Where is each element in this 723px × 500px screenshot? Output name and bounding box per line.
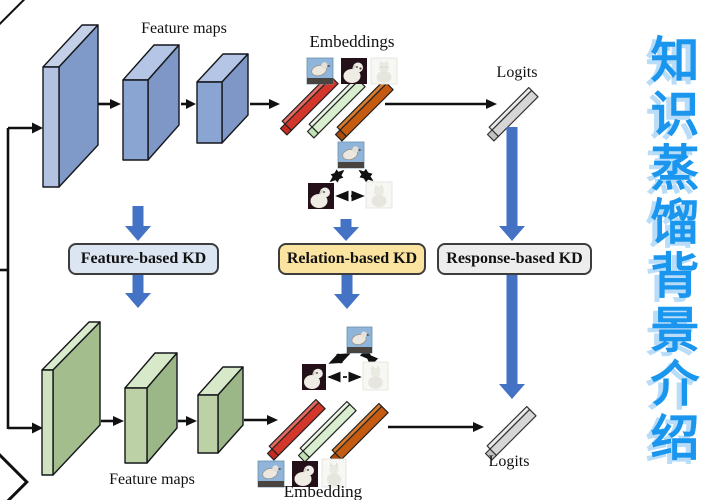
student-input-arrowhead [32, 422, 43, 434]
input-bracket-lines [0, 126, 32, 430]
kd-flow-arrows [125, 127, 525, 399]
title-char: 知 [650, 34, 700, 88]
cat-photo [365, 181, 393, 209]
student-logits-bar [484, 406, 537, 461]
relation-graph-2-edges [327, 347, 379, 383]
teacher-embedding-bars [279, 73, 394, 142]
teacher-input-arrowhead [32, 122, 43, 134]
embedding-label: Embedding [283, 482, 363, 500]
dog-photo [341, 58, 367, 84]
student-logits-label: Logits [488, 453, 530, 470]
dog-photo [308, 183, 334, 209]
response-based-kd-box: Response-based KD [437, 243, 592, 275]
title-char: 绍 [650, 412, 700, 466]
relation-graph-1-edges [329, 168, 374, 202]
relation-graph-2-photos [302, 326, 389, 391]
photo-row-bottom [257, 458, 347, 488]
title-char: 介 [650, 358, 700, 412]
response-based-kd-label: Response-based KD [446, 250, 583, 267]
title-char: 景 [650, 304, 700, 358]
teacher-logits-label: Logits [496, 64, 538, 81]
cat-photo [321, 458, 347, 488]
bird-photo [337, 141, 365, 169]
relation-based-kd-box: Relation-based KD [278, 243, 426, 275]
title-char: 馏 [650, 196, 700, 250]
student-flow-arrows [101, 418, 473, 429]
teacher-feature-maps-label: Feature maps [141, 20, 227, 37]
feature-based-kd-box: Feature-based KD [68, 243, 219, 275]
title-char: 背 [650, 250, 700, 304]
bird-photo [257, 460, 285, 488]
title-char: 识 [650, 88, 700, 142]
teacher-logits-bar [486, 86, 539, 142]
relation-graph-1-photos [308, 141, 393, 209]
cat-photo [370, 57, 398, 85]
relation-based-kd-label: Relation-based KD [286, 250, 418, 267]
student-feature-slabs [41, 321, 244, 476]
student-flow-arrowheads [113, 415, 484, 432]
cat-photo [362, 361, 389, 391]
teacher-feature-slabs [42, 24, 249, 188]
title-char: 蒸 [650, 142, 700, 196]
slide-title-vertical: 知 识 蒸 馏 背 景 介 绍 [636, 34, 714, 466]
embeddings-label: Embeddings [309, 32, 395, 51]
student-embedding-bars [266, 398, 389, 465]
photo-row-top [306, 57, 398, 85]
bird-photo [346, 326, 373, 354]
dog-photo [302, 364, 326, 390]
student-feature-maps-label: Feature maps [109, 471, 195, 488]
teacher-flow-arrowheads [110, 99, 497, 109]
feature-based-kd-label: Feature-based KD [80, 250, 207, 267]
bird-photo [306, 57, 334, 85]
dog-photo [292, 461, 318, 487]
